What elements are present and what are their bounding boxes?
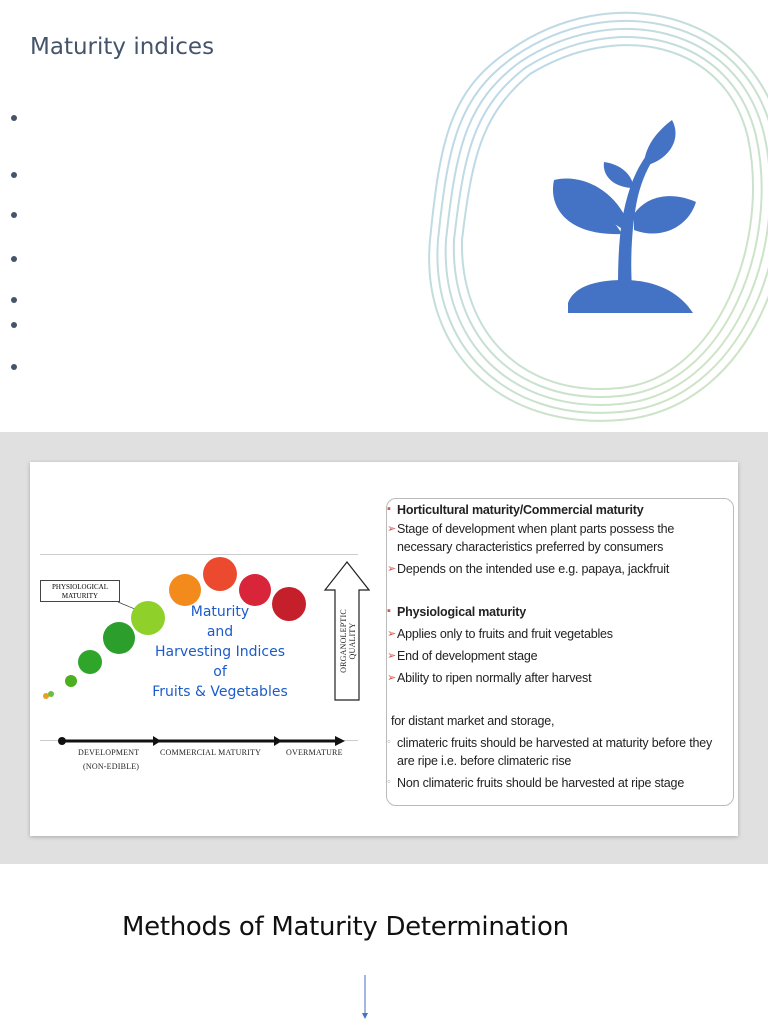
bullet-point	[11, 172, 17, 178]
title-line: Fruits & Vegetables	[152, 684, 288, 700]
square-bullet-icon: ▪	[387, 605, 391, 617]
slide-title: Maturity indices	[30, 34, 215, 60]
stage-commercial: COMMERCIAL MATURITY	[160, 748, 262, 757]
info-text: are ripe i.e. before climateric rise	[397, 754, 572, 768]
label-line: MATURITY	[61, 592, 99, 600]
info-text: Non climateric fruits should be harveste…	[397, 776, 685, 790]
info-text: End of development stage	[397, 649, 538, 663]
bullet-point	[11, 364, 17, 370]
bullet-point	[11, 256, 17, 262]
info-line: ➢Depends on the intended use e.g. papaya…	[387, 562, 670, 576]
info-text: climateric fruits should be harvested at…	[397, 736, 713, 750]
divider-line	[40, 554, 358, 555]
stage-overmature: OVERMATURE	[286, 748, 343, 757]
methods-title: Methods of Maturity Determination	[122, 912, 569, 942]
title-line: Maturity	[190, 604, 250, 620]
decorative-gradient-ring	[428, 11, 768, 422]
info-text: necessary characteristics preferred by c…	[397, 540, 664, 554]
label-line: PHYSIOLOGICAL	[52, 583, 108, 591]
info-line: ◦ Non climateric fruits should be harvest…	[387, 776, 685, 790]
physiological-maturity-label: PHYSIOLOGICAL MATURITY	[40, 580, 120, 602]
down-arrow-icon	[362, 975, 368, 1019]
info-line: ➢End of development stage	[387, 649, 538, 663]
info-text: Applies only to fruits and fruit vegetab…	[397, 627, 613, 641]
info-text: Ability to ripen normally after harvest	[397, 671, 592, 685]
title-line: of	[213, 664, 227, 680]
maturity-title-graphic: Maturity and Harvesting Indices of Fruit…	[150, 602, 290, 702]
stage-development: DEVELOPMENT	[78, 748, 140, 757]
square-bullet-icon: ▪	[387, 503, 391, 515]
circle-bullet-icon: ◦	[387, 736, 391, 748]
title-line: and	[206, 624, 234, 640]
slide-maturity-figure: PHYSIOLOGICAL MATURITY Maturity and	[0, 432, 768, 864]
info-line: ▪ Horticultural maturity/Commercial matur…	[387, 503, 644, 517]
arrow-bullet-icon: ➢	[387, 650, 397, 662]
arrow-bullet-icon: ➢	[387, 523, 397, 535]
arrow-bullet-icon: ➢	[387, 628, 397, 640]
plant-sprout-icon	[552, 120, 696, 313]
bullet-point	[11, 297, 17, 303]
slide-maturity-indices: Maturity indices	[0, 0, 768, 432]
info-text: Depends on the intended use e.g. papaya,…	[397, 562, 670, 576]
stage-non-edible: (NON-EDIBLE)	[83, 762, 140, 771]
title-line: Harvesting Indices	[154, 644, 286, 660]
info-line: ➢Stage of development when plant parts p…	[387, 522, 675, 536]
arrow-bullet-icon: ➢	[387, 672, 397, 684]
info-line: ➢Applies only to fruits and fruit vegeta…	[387, 627, 613, 641]
bullet-point	[11, 322, 17, 328]
circle-bullet-icon: ◦	[387, 776, 391, 788]
axis-vertical-label: ORGANOLEPTIC QUALITY	[339, 609, 357, 673]
info-line: for distant market and storage,	[391, 714, 555, 728]
info-line: necessary characteristics preferred by c…	[397, 540, 663, 554]
info-text: Horticultural maturity/Commercial maturi…	[397, 503, 644, 517]
info-text: for distant market and storage,	[391, 714, 555, 728]
info-text: Stage of development when plant parts po…	[397, 522, 675, 536]
maturity-definitions-box: ▪ Horticultural maturity/Commercial matur…	[386, 498, 734, 806]
info-line: are ripe i.e. before climateric rise	[397, 754, 571, 768]
info-line: ◦ climateric fruits should be harvested a…	[387, 736, 713, 750]
figure-panel: PHYSIOLOGICAL MATURITY Maturity and	[30, 462, 738, 836]
info-line: ▪ Physiological maturity	[387, 605, 526, 619]
info-text: Physiological maturity	[397, 605, 526, 619]
bullet-point	[11, 212, 17, 218]
arrow-bullet-icon: ➢	[387, 563, 397, 575]
bullet-point	[11, 115, 17, 121]
info-line: ➢Ability to ripen normally after harvest	[387, 671, 592, 685]
fruit-progression-illustration	[43, 557, 370, 746]
